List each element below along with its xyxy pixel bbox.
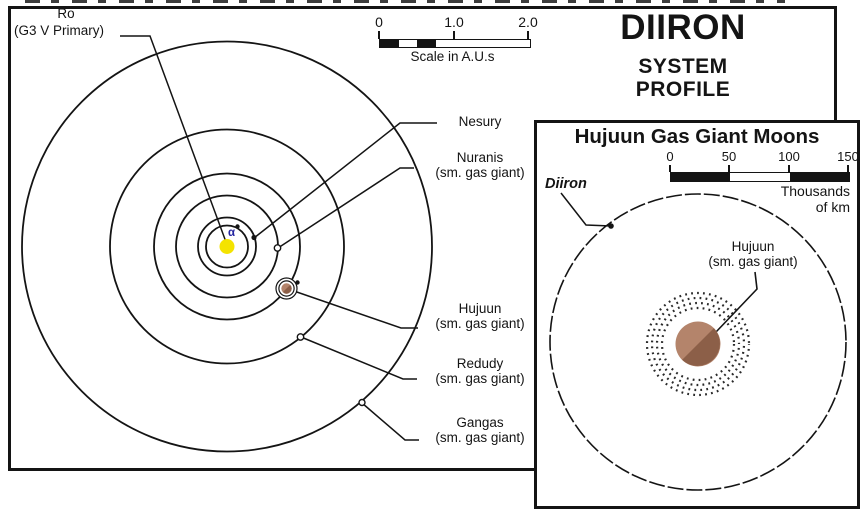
planet-name: Gangas	[456, 415, 504, 430]
planet-type: (sm. gas giant)	[435, 316, 525, 331]
title-system: SYSTEM	[638, 55, 728, 78]
au-scale-tick-1: 1.0	[444, 14, 464, 30]
stipple-ring	[645, 291, 751, 397]
au-scale-tick-0: 0	[375, 14, 383, 30]
planet-label-gangas: Gangas (sm. gas giant)	[417, 415, 543, 445]
planet-hujuun-shadow	[282, 284, 292, 294]
inset-hujuun-moons: Hujuun Gas Giant Moons 0 50 100 150 Thou…	[534, 120, 860, 509]
alpha-body-dot	[235, 224, 240, 229]
cropped-text-remnant	[25, 0, 785, 3]
km-tick-mark-1	[728, 165, 730, 172]
leader-nuranis	[277, 167, 414, 249]
au-tick-mark-1	[453, 31, 455, 39]
km-scale-tick-3: 150	[837, 149, 859, 164]
moon-dot-diiron	[295, 280, 300, 285]
km-tick-mark-0	[669, 165, 671, 172]
km-scale-tick-0: 0	[666, 149, 674, 164]
leader-hujuun	[290, 289, 418, 329]
inset-title: Hujuun Gas Giant Moons	[574, 125, 820, 148]
orbit-4	[153, 172, 301, 321]
title-profile: PROFILE	[635, 78, 731, 101]
km-scale-units: Thousands of km	[717, 183, 850, 215]
leader-redudy	[300, 336, 417, 380]
planet-name: Hujuun	[458, 301, 502, 316]
leader-gangas	[361, 402, 419, 441]
star-label-name: Ro	[57, 6, 75, 21]
planet-label-redudy: Redudy (sm. gas giant)	[417, 356, 543, 386]
planet-type: (sm. gas giant)	[435, 430, 525, 445]
planet-name: Redudy	[456, 356, 504, 371]
planet-marker-redudy	[296, 333, 305, 341]
inset-planet-label: Hujuun (sm. gas giant)	[683, 239, 823, 269]
planet-type: (sm. gas giant)	[435, 165, 525, 180]
orbit-6	[21, 40, 433, 453]
au-tick-mark-0	[378, 31, 380, 39]
km-scale-tick-2: 100	[778, 149, 800, 164]
planet-name: Nuranis	[456, 150, 504, 165]
planet-marker-gangas	[358, 398, 366, 407]
km-scale-tick-1: 50	[721, 149, 737, 164]
km-scale-bar	[670, 172, 850, 182]
orbit-2	[197, 216, 257, 277]
planet-type: (sm. gas giant)	[435, 371, 525, 386]
moon-diiron-dot	[608, 223, 614, 229]
title-diiron: DIIRON	[620, 8, 746, 47]
orbit-1	[205, 224, 249, 269]
au-tick-mark-2	[527, 31, 529, 39]
planet-label-nuranis: Nuranis (sm. gas giant)	[417, 150, 543, 180]
leader-diiron	[560, 192, 612, 227]
leader-ro	[120, 35, 227, 243]
planet-dot-nesury	[251, 234, 257, 241]
star-ro	[219, 239, 235, 254]
au-scale-caption: Scale in A.U.s	[410, 49, 495, 64]
km-tick-mark-3	[847, 165, 849, 172]
planet-name: Nesury	[458, 114, 502, 129]
diiron-orbit	[549, 193, 847, 491]
inset-planet-name: Hujuun	[731, 239, 775, 254]
leader-hujuun-inset	[715, 271, 758, 333]
au-scale-tick-2: 2.0	[518, 14, 538, 30]
moon-label-diiron: Diiron	[545, 176, 587, 192]
planet-marker-nuranis	[273, 244, 282, 252]
planet-label-nesury: Nesury	[417, 114, 543, 129]
km-units-line2: of km	[815, 199, 850, 215]
km-units-line1: Thousands	[780, 183, 850, 199]
alpha-marker-label: α	[228, 227, 236, 239]
orbit-5	[109, 128, 345, 365]
star-label-class: (G3 V Primary)	[14, 23, 105, 38]
inset-moon-diagram	[549, 192, 847, 491]
km-tick-mark-2	[788, 165, 790, 172]
planet-hujuun-inset-shadow	[682, 328, 720, 366]
au-scale-bar	[379, 39, 531, 48]
planet-label-hujuun: Hujuun (sm. gas giant)	[417, 301, 543, 331]
leader-nesury	[253, 122, 437, 239]
inset-planet-type: (sm. gas giant)	[708, 254, 798, 269]
